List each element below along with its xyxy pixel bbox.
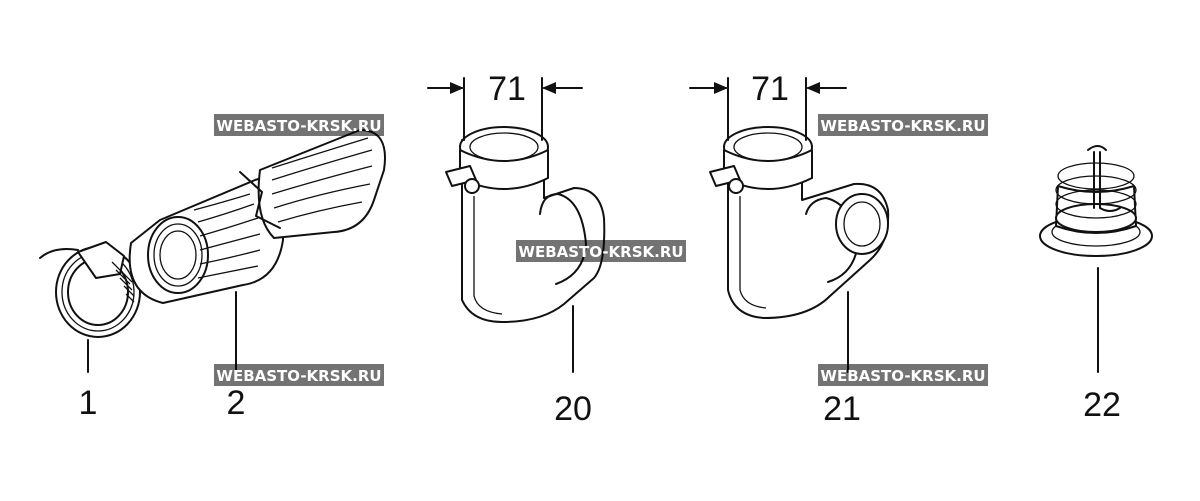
dimension-indicator xyxy=(689,77,847,141)
part-number-label: 1 xyxy=(79,384,98,422)
watermark: WEBASTO-KRSK.RU xyxy=(818,114,988,136)
watermark: WEBASTO-KRSK.RU xyxy=(818,364,988,386)
svg-text:WEBASTO-KRSK.RU: WEBASTO-KRSK.RU xyxy=(216,117,381,135)
dimension-indicator xyxy=(427,77,583,141)
svg-text:WEBASTO-KRSK.RU: WEBASTO-KRSK.RU xyxy=(216,367,381,385)
flexible-hose-icon xyxy=(128,129,386,304)
watermark: WEBASTO-KRSK.RU xyxy=(214,114,384,136)
part-number-label: 22 xyxy=(1083,386,1121,424)
svg-text:WEBASTO-KRSK.RU: WEBASTO-KRSK.RU xyxy=(820,367,985,385)
elbow-pipe-icon xyxy=(709,126,890,319)
svg-text:WEBASTO-KRSK.RU: WEBASTO-KRSK.RU xyxy=(518,243,683,261)
watermark: WEBASTO-KRSK.RU xyxy=(516,240,686,262)
part-number-label: 2 xyxy=(227,384,246,422)
protective-grille-icon xyxy=(1039,145,1153,257)
dimension-label: 71 xyxy=(751,70,789,108)
elbow-pipe-icon xyxy=(445,126,606,323)
dimension-label: 71 xyxy=(488,70,526,108)
watermark: WEBASTO-KRSK.RU xyxy=(214,364,384,386)
svg-text:WEBASTO-KRSK.RU: WEBASTO-KRSK.RU xyxy=(820,117,985,135)
part-number-label: 20 xyxy=(554,390,592,428)
part-number-label: 21 xyxy=(823,390,861,428)
hose-clamp-icon xyxy=(39,241,141,338)
